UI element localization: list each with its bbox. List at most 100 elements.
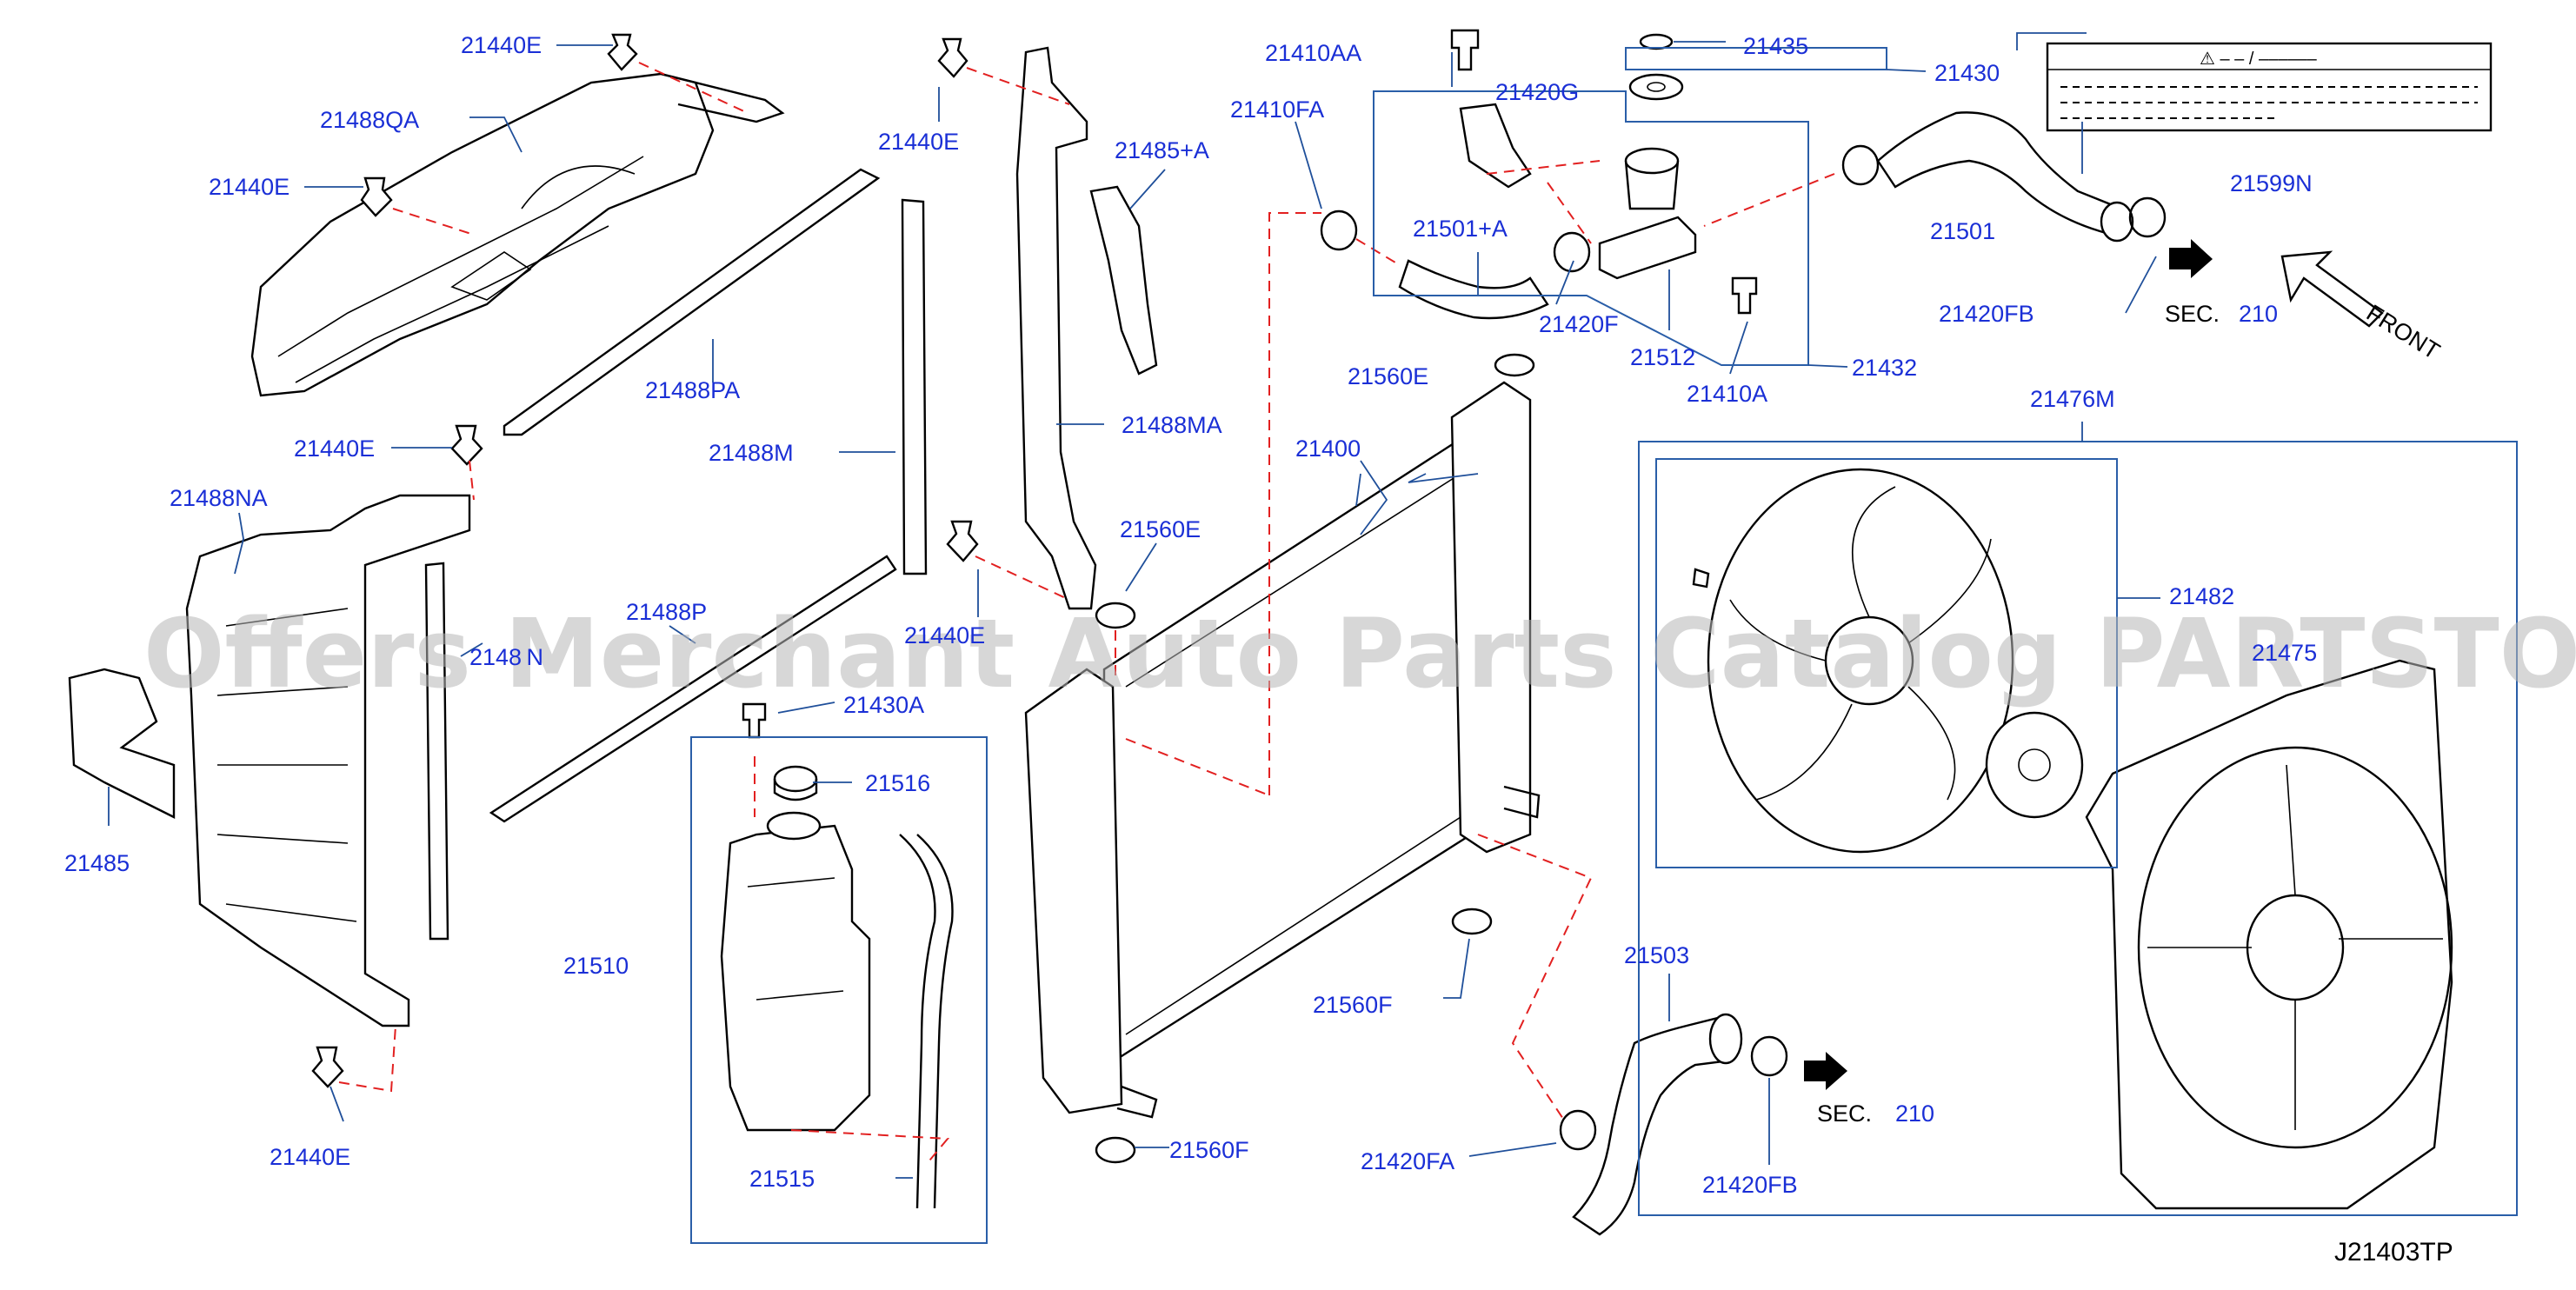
callout-21430[interactable]: 21430 — [1934, 60, 2000, 86]
callout-21475[interactable]: 21475 — [2252, 640, 2317, 666]
fan-shroud-21475 — [2085, 659, 2453, 1210]
warning-label-21599n — [2046, 42, 2493, 132]
callout-21410aa[interactable]: 21410AA — [1265, 40, 1361, 66]
callout-21430a[interactable]: 21430A — [843, 692, 924, 718]
radiator-cap-21430 — [1628, 73, 1684, 101]
hose-clamp-icon-c — [1841, 144, 1880, 186]
clip-icon-f — [311, 1046, 344, 1088]
hose-clamp-icon-d — [2128, 196, 2167, 238]
clip-icon-e — [946, 520, 979, 562]
seal-bar-21488m — [901, 198, 928, 575]
bolt-icon-b — [1731, 276, 1758, 315]
seal-bar-21488p — [489, 555, 897, 823]
callout-21501[interactable]: 21501 — [1930, 218, 1995, 244]
callout-21440e-a[interactable]: 21440E — [461, 32, 542, 58]
callout-21560e-b[interactable]: 21560E — [1348, 363, 1428, 389]
bushing-icon-b — [1095, 602, 1136, 629]
tank-group-box — [690, 736, 988, 1244]
callout-21488m[interactable]: 21488M — [709, 440, 794, 466]
hose-clamp-icon-e — [1559, 1109, 1597, 1151]
reservoir-tank-21510 — [720, 811, 871, 1132]
callout-21420g[interactable]: 21420G — [1495, 79, 1579, 105]
sec-label-b: SEC. — [1817, 1100, 1872, 1127]
callout-21420f[interactable]: 21420F — [1539, 311, 1619, 337]
front-arrow-icon — [2280, 250, 2384, 328]
clip-icon-c — [360, 176, 393, 217]
callout-21488ma[interactable]: 21488MA — [1122, 412, 1222, 438]
callout-21432[interactable]: 21432 — [1852, 355, 1917, 381]
air-guide-left-21488na — [185, 494, 471, 1027]
watermark: Offers Merchant Auto Parts Catalog PARTS… — [143, 598, 2576, 709]
seal-21485a — [1089, 185, 1158, 376]
clip-icon-b — [937, 37, 968, 78]
fan-group-box — [1638, 441, 2518, 1216]
sec-arrow-icon-a — [2169, 239, 2213, 278]
callout-21440e-b[interactable]: 21440E — [209, 174, 290, 200]
callout-21410a[interactable]: 21410A — [1687, 381, 1767, 407]
callout-21503[interactable]: 21503 — [1624, 942, 1689, 968]
bracket-21488ma — [1015, 46, 1097, 610]
seal-bar-21488pa — [503, 168, 881, 436]
seal-bar-21488n — [424, 562, 449, 941]
bushing-icon-a — [1494, 353, 1535, 377]
callout-leaders — [108, 32, 2157, 1179]
sec-label-a: SEC. — [2165, 301, 2220, 327]
callout-21599n[interactable]: 21599N — [2230, 170, 2313, 196]
clip-icon-a — [607, 33, 638, 71]
bolt-icon-a — [1450, 29, 1480, 71]
callout-21488p[interactable]: 21488P — [626, 599, 707, 625]
callout-21501a[interactable]: 21501+A — [1413, 216, 1508, 242]
callout-21488na[interactable]: 21488NA — [170, 485, 268, 511]
callout-21560f-b[interactable]: 21560F — [1169, 1137, 1249, 1163]
seal-21485 — [68, 668, 176, 819]
callout-21488pa[interactable]: 21488PA — [645, 377, 740, 403]
callout-21435[interactable]: 21435 — [1743, 33, 1808, 59]
callout-21440e-f[interactable]: 21440E — [904, 622, 985, 648]
callout-21488n[interactable]: 2148 N — [469, 644, 543, 670]
water-outlet-21512 — [1598, 147, 1697, 280]
upper-hose-21501 — [1876, 111, 2134, 243]
callout-21440e-d[interactable]: 21440E — [270, 1144, 350, 1170]
callout-21482[interactable]: 21482 — [2169, 583, 2234, 609]
reservoir-cap-21516 — [773, 765, 818, 801]
callout-21410fa[interactable]: 21410FA — [1230, 96, 1324, 123]
callout-21440e-c[interactable]: 21440E — [294, 436, 375, 462]
reference-lines — [338, 62, 1835, 1166]
callout-21516[interactable]: 21516 — [865, 770, 930, 796]
callout-21488qa[interactable]: 21488QA — [320, 107, 419, 133]
callout-21420fa[interactable]: 21420FA — [1361, 1148, 1454, 1174]
motor-group-box — [1655, 458, 2118, 868]
callout-21485a[interactable]: 21485+A — [1115, 137, 1209, 163]
bushing-icon-d — [1095, 1136, 1136, 1164]
hose-clamp-icon-b — [1553, 231, 1591, 273]
sec-number-b[interactable]: 210 — [1895, 1100, 1934, 1127]
sec-arrow-icon-b — [1804, 1052, 1847, 1090]
hose-21501a — [1398, 259, 1549, 320]
reservoir-hose-21515 — [899, 834, 954, 1209]
callout-21420fb-b[interactable]: 21420FB — [1702, 1172, 1798, 1198]
hose-clamp-icon-f — [1750, 1035, 1788, 1077]
air-guide-upper-21488qa — [250, 72, 785, 397]
callout-21510[interactable]: 21510 — [563, 953, 629, 979]
callout-21485[interactable]: 21485 — [64, 850, 130, 876]
callout-21420fb-a[interactable]: 21420FB — [1939, 301, 2034, 327]
clip-icon-d — [450, 424, 483, 466]
fan-motor-assembly-21482 — [1692, 468, 2084, 854]
callout-21512[interactable]: 21512 — [1630, 344, 1695, 370]
bracket-21420g — [1459, 103, 1532, 189]
callout-21476m[interactable]: 21476M — [2030, 386, 2115, 412]
bushing-icon-c — [1451, 908, 1493, 935]
callout-21560e-a[interactable]: 21560E — [1120, 516, 1201, 542]
callout-21560f-a[interactable]: 21560F — [1313, 992, 1393, 1018]
hose-clamp-icon-a — [1320, 209, 1358, 251]
radiator-21400 — [1024, 381, 1541, 1119]
diagram-code: J21403TP — [2334, 1238, 2453, 1267]
callout-21515[interactable]: 21515 — [749, 1166, 815, 1192]
callout-21440e-e[interactable]: 21440E — [878, 129, 959, 155]
lower-hose-21503 — [1572, 1013, 1743, 1236]
sec-number-a[interactable]: 210 — [2239, 301, 2278, 327]
callout-21400[interactable]: 21400 — [1295, 436, 1361, 462]
label-sticker-line: ⚠ – – / –––––– — [2200, 50, 2318, 69]
front-label: FRONT — [2362, 300, 2445, 365]
